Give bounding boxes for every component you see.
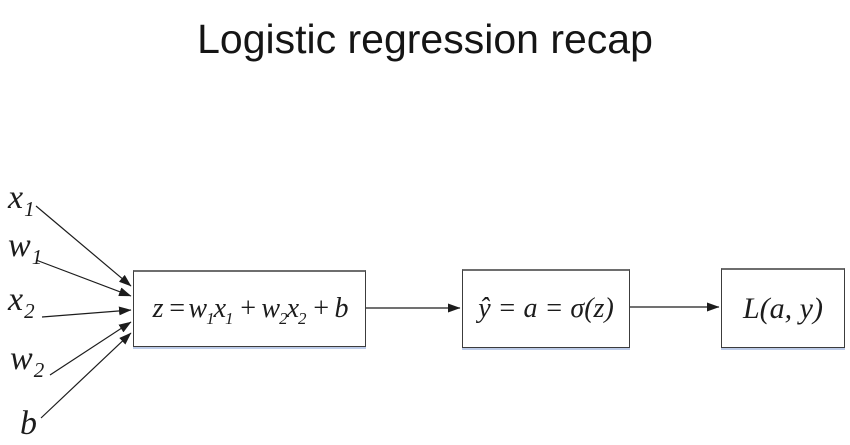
input-label-x2: x2 <box>8 281 35 322</box>
input-label-w2-base: w <box>10 340 33 377</box>
formula-w1: w1 <box>188 293 215 328</box>
formula-plus-2: + <box>311 293 331 324</box>
input-label-w2: w2 <box>10 340 44 381</box>
formula-x1: x1 <box>213 293 234 328</box>
input-label-w1-base: w <box>8 227 31 264</box>
formula-x2: x2 <box>286 293 307 328</box>
arrow-b-to-linear <box>40 332 132 419</box>
node-loss: L(a, y) <box>721 268 845 348</box>
arrow-w2-to-linear <box>49 321 132 376</box>
arrow-x1-to-linear <box>35 205 132 287</box>
input-label-x1: x1 <box>8 179 35 220</box>
loss-formula: L(a, y) <box>743 291 823 325</box>
arrow-w1-to-linear <box>35 259 132 297</box>
input-label-b: b <box>20 407 38 441</box>
input-label-x2-base: x <box>8 281 24 318</box>
input-label-w1-sub: 1 <box>31 244 43 269</box>
input-label-b-base: b <box>20 405 37 442</box>
formula-w2: w2 <box>261 293 288 328</box>
formula-z: z <box>152 293 164 324</box>
input-label-w2-sub: 2 <box>33 357 45 382</box>
input-label-x2-sub: 2 <box>24 298 35 323</box>
formula-equals: = <box>167 293 187 324</box>
formula-b: b <box>334 293 349 324</box>
input-label-w1: w1 <box>8 227 42 268</box>
input-label-x1-sub: 1 <box>24 196 35 221</box>
node-activation: ŷ = a = σ(z) <box>462 269 630 348</box>
slide-title: Logistic regression recap <box>197 16 653 62</box>
formula-plus-1: + <box>238 293 258 324</box>
arrow-x2-to-linear <box>41 306 132 318</box>
input-label-x1-base: x <box>8 179 24 216</box>
activation-formula: ŷ = a = σ(z) <box>478 293 614 324</box>
